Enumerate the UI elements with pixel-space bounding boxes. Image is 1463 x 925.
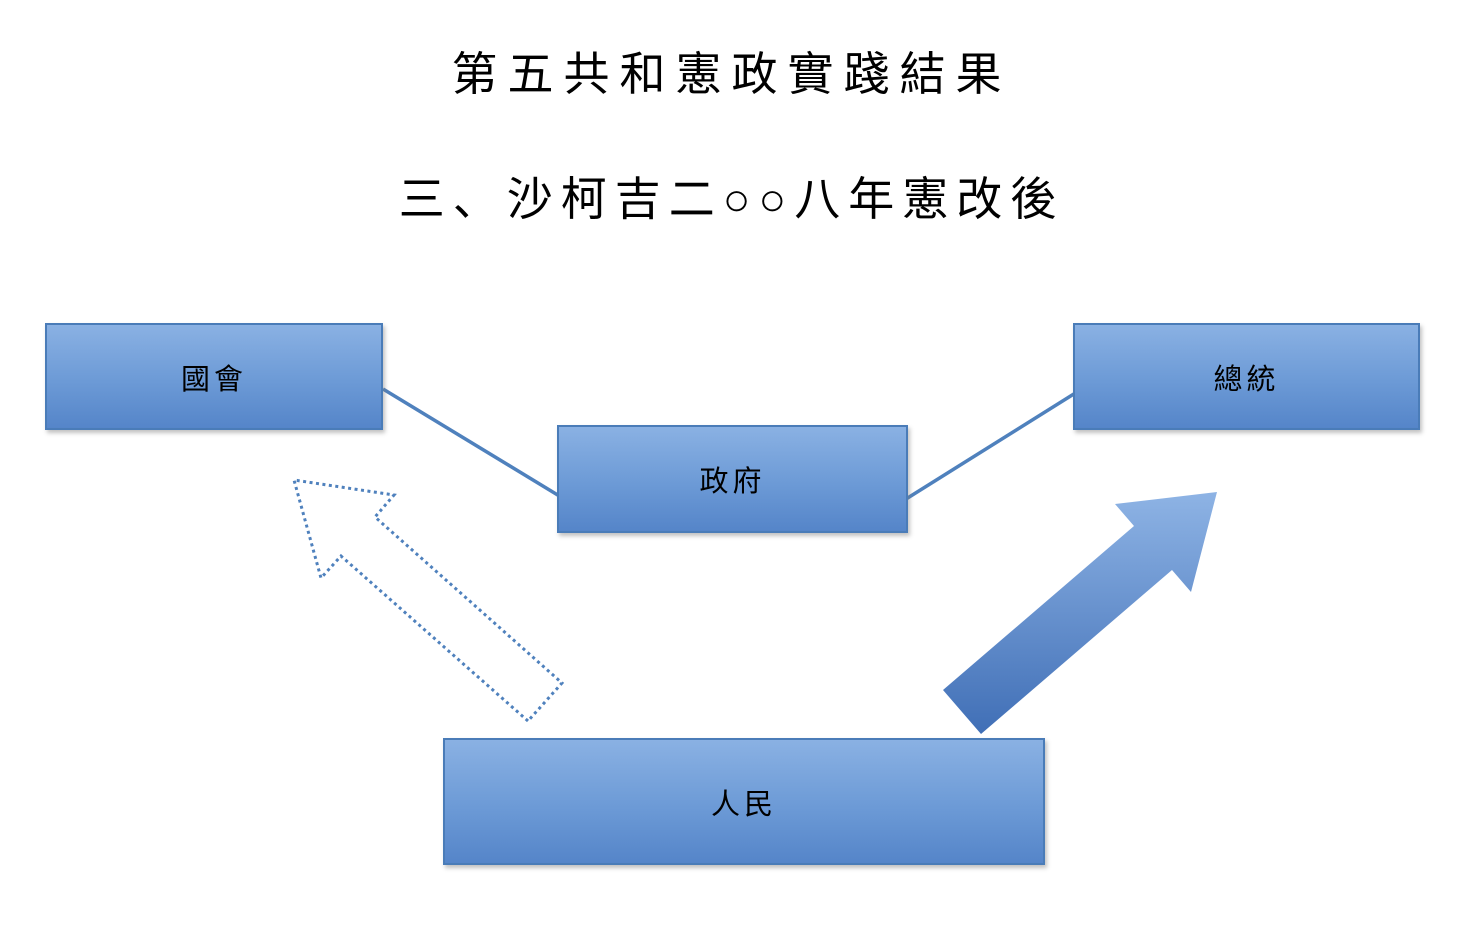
solid-arrow-people-to-president-icon: [943, 492, 1217, 734]
dotted-arrow-people-to-parliament-icon: [291, 478, 565, 724]
node-parliament: 國會: [45, 323, 383, 430]
node-people: 人民: [443, 738, 1045, 865]
node-people-label: 人民: [710, 788, 777, 821]
node-government-label: 政府: [699, 466, 766, 498]
connector-government-president: [905, 390, 1078, 501]
node-government: 政府: [557, 425, 908, 533]
node-president: 總統: [1073, 323, 1420, 430]
node-parliament-label: 國會: [180, 363, 247, 396]
node-president-label: 總統: [1213, 363, 1280, 396]
page-subtitle: 三、沙柯吉二○○八年憲改後: [398, 174, 1065, 225]
page-title: 第五共和憲政實踐結果: [451, 49, 1012, 100]
connector-parliament-government: [382, 387, 562, 499]
